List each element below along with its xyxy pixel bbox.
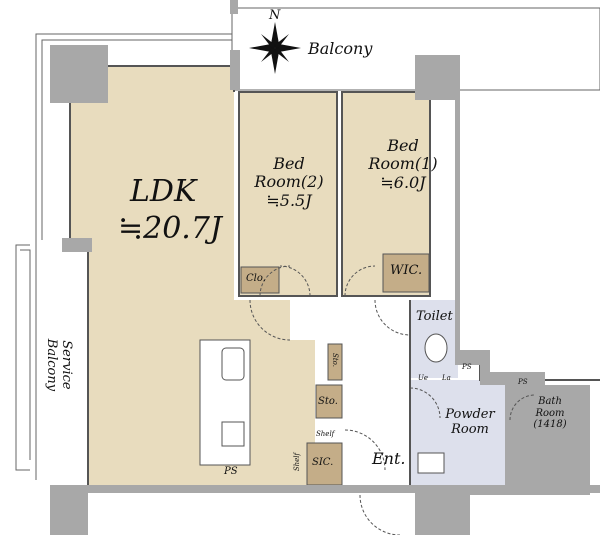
- sto-label: Sto.: [318, 396, 338, 407]
- bath-room-size: (1418): [533, 419, 567, 430]
- ldk-label: LDK: [130, 174, 197, 209]
- powder-sink: [417, 452, 445, 474]
- ps-bath-label: PS: [518, 378, 528, 386]
- toilet-label: Toilet: [416, 309, 453, 324]
- powder-room-label: Powder Room: [440, 407, 500, 438]
- structural-columns: [50, 45, 600, 535]
- kitchen-sink: [221, 347, 245, 381]
- ldk-floor: [70, 66, 315, 485]
- bedroom-1-name: Bed: [387, 136, 419, 155]
- balcony-post: [230, 0, 238, 14]
- bedroom-2-size: ≒5.5J: [266, 190, 312, 210]
- ldk-size: ≒20.7J: [118, 211, 222, 246]
- shelf-label-side: Shelf: [293, 452, 302, 472]
- bedroom-2-label: Bed Room(2) ≒5.5J: [240, 154, 338, 210]
- balcony-label: Balcony: [308, 39, 373, 58]
- powder-room-name: Powder: [445, 407, 495, 422]
- shelf-label-top: Shelf: [316, 430, 335, 438]
- ue-label: Ue: [418, 374, 429, 382]
- ps-kitchen-label: PS: [224, 466, 238, 477]
- powder-room-name-2: Room: [451, 421, 489, 437]
- compass-north-label: N: [269, 8, 281, 23]
- bedroom-2-number: Room(2): [254, 172, 324, 192]
- sto-small-label: Sto.: [330, 353, 339, 367]
- bedroom-1-label: Bed Room(1) ≒6.0J: [342, 136, 464, 192]
- service-balcony-name: Service: [58, 340, 74, 390]
- kitchen-stove: [221, 421, 245, 447]
- wic-label: WIC.: [390, 263, 423, 278]
- bath-room-label: Bath Room (1418): [515, 396, 585, 431]
- service-balcony-label: Service Balcony: [43, 325, 74, 405]
- toilet-fixture: [424, 333, 448, 363]
- bedroom-2-name: Bed: [273, 154, 305, 173]
- sto-small: [327, 343, 343, 381]
- compass-rose-icon: [249, 22, 301, 74]
- wic: [382, 253, 430, 293]
- door-swings: [249, 265, 536, 535]
- service-balcony-name-2: Balcony: [44, 338, 59, 392]
- bedroom-1-number: Room(1): [368, 154, 438, 174]
- ps-toilet-label: PS: [462, 363, 472, 371]
- closet-label: Clo.: [246, 273, 266, 284]
- sto: [315, 384, 343, 419]
- bath-room-name: Bath: [538, 396, 562, 407]
- sic-label: SIC.: [312, 457, 334, 468]
- entrance-label: Ent.: [372, 449, 406, 468]
- la-label: La: [442, 374, 451, 382]
- closet: [240, 266, 280, 294]
- bedroom-2-floor: [238, 91, 338, 297]
- bath-room-name-2: Room: [535, 407, 565, 419]
- bedroom-1-size: ≒6.0J: [380, 172, 426, 192]
